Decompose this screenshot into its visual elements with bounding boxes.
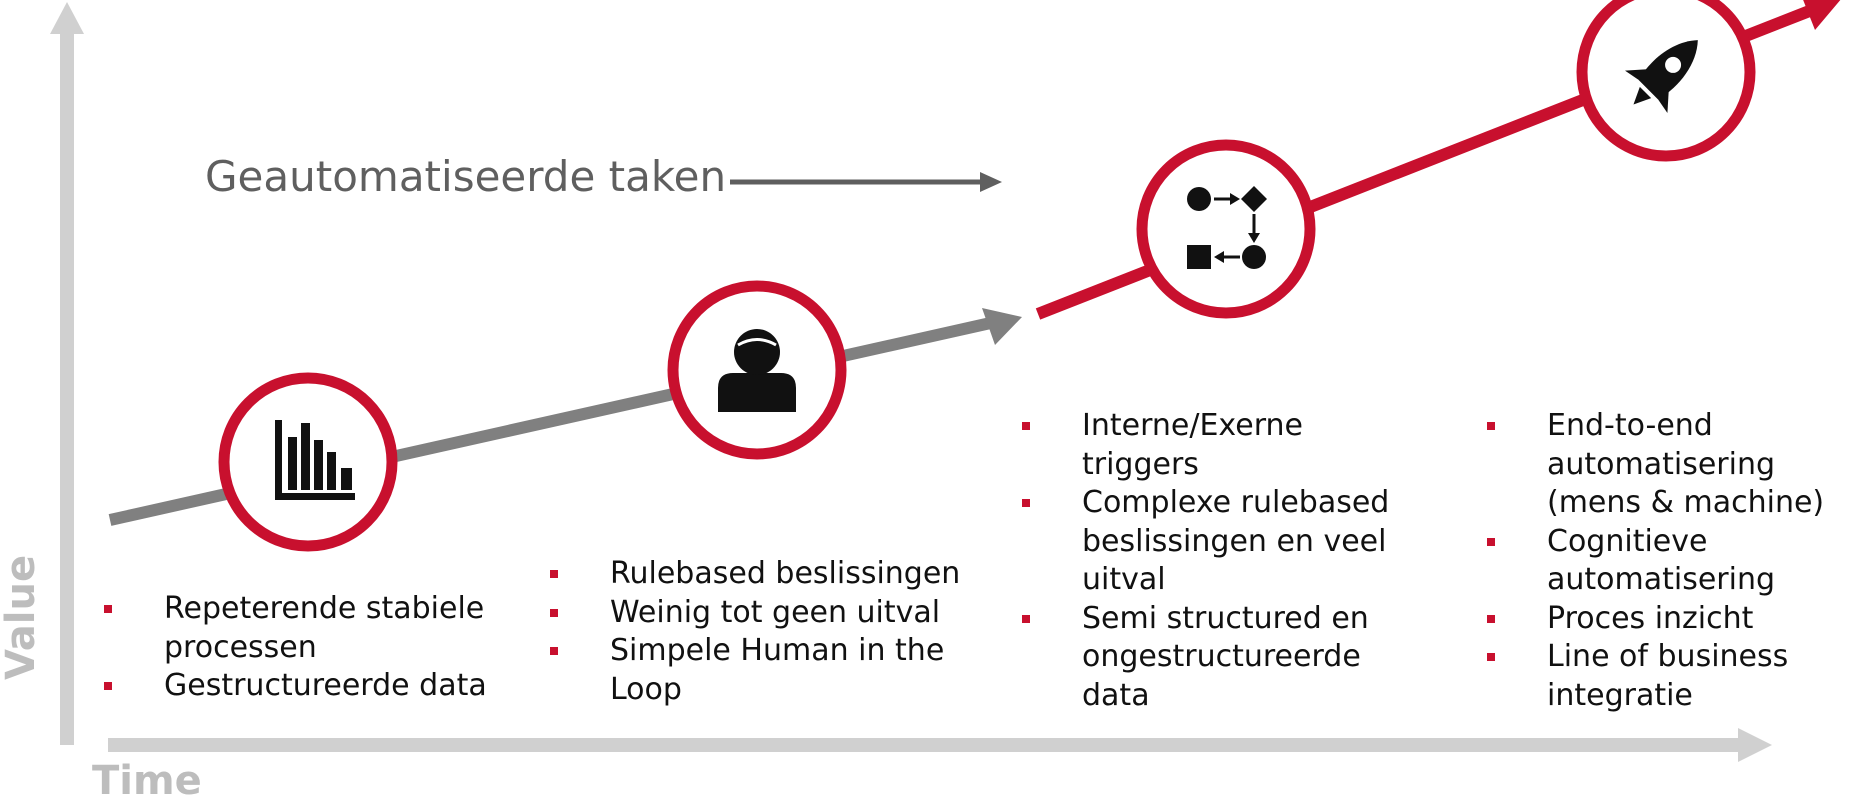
person-icon bbox=[718, 329, 796, 412]
bullet-item: Repeterende stabiele processen bbox=[104, 590, 524, 667]
stage-3-circle bbox=[1136, 139, 1316, 319]
x-axis-label: Time bbox=[92, 758, 202, 804]
stage-4-bullets: End-to-end automatisering (mens & machin… bbox=[1487, 407, 1854, 715]
bullet-item: Proces inzicht bbox=[1487, 600, 1854, 639]
bar-chart-icon bbox=[275, 420, 355, 500]
y-axis-label: Value bbox=[0, 554, 44, 680]
stage-1-circle bbox=[218, 372, 398, 552]
bullet-item: Interne/Exerne triggers bbox=[1022, 407, 1422, 484]
bullet-item: Complexe rulebased beslissingen en veel … bbox=[1022, 484, 1422, 600]
stage-3-bullets: Interne/Exerne triggers Complexe rulebas… bbox=[1022, 407, 1422, 715]
bullet-item: Semi structured en ongestructureerde dat… bbox=[1022, 600, 1422, 716]
stage-2-circle bbox=[667, 280, 847, 460]
y-axis bbox=[50, 2, 84, 745]
bullet-item: Weinig tot geen uitval bbox=[550, 594, 980, 633]
bullet-item: Rulebased beslissingen bbox=[550, 555, 980, 594]
x-axis bbox=[108, 728, 1772, 762]
stage-1-bullets: Repeterende stabiele processen Gestructu… bbox=[104, 590, 524, 706]
headline-arrow bbox=[730, 172, 1002, 192]
bullet-item: End-to-end automatisering (mens & machin… bbox=[1487, 407, 1854, 523]
bullet-item: Line of business integratie bbox=[1487, 638, 1854, 715]
headline-text: Geautomatiseerde taken bbox=[205, 152, 727, 201]
rocket-icon bbox=[1624, 40, 1698, 114]
bullet-item: Gestructureerde data bbox=[104, 667, 524, 706]
bullet-item: Cognitieve automatisering bbox=[1487, 523, 1854, 600]
process-flow-icon bbox=[1187, 186, 1267, 269]
bullet-item: Simpele Human in the Loop bbox=[550, 632, 980, 709]
stage-4-circle bbox=[1576, 0, 1756, 162]
stage-2-bullets: Rulebased beslissingen Weinig tot geen u… bbox=[550, 555, 980, 709]
